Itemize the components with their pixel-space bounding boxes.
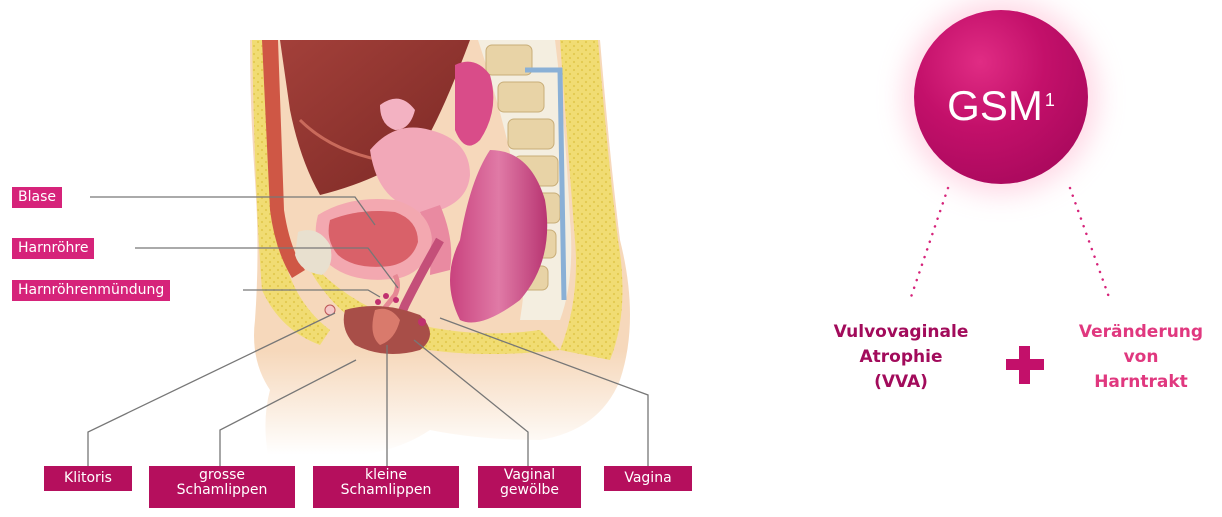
plus-icon	[1006, 346, 1044, 384]
label-kleine-schamlippen-line-2: Schamlippen	[319, 483, 453, 498]
term-vulvovaginale-atrophie: Vulvovaginale Atrophie (VVA)	[806, 320, 996, 395]
term-right-line-2: von	[1060, 345, 1222, 370]
gsm-connector-right	[1070, 188, 1110, 300]
label-vaginalgewoelbe: Vaginal gewölbe	[478, 466, 581, 508]
label-vaginalgewoelbe-line-1: Vaginal	[484, 468, 575, 483]
gsm-connectors	[910, 188, 1110, 300]
gsm-connector-left	[910, 188, 948, 300]
label-harnroehre: Harnröhre	[12, 238, 94, 259]
label-kleine-schamlippen: kleine Schamlippen	[313, 466, 459, 508]
label-grosse-schamlippen-line-1: grosse	[155, 468, 289, 483]
label-harnroehrenmuendung: Harnröhrenmündung	[12, 280, 170, 301]
label-vagina: Vagina	[604, 466, 692, 491]
label-klitoris-line-1: Klitoris	[50, 468, 126, 489]
gsm-footnote-marker: 1	[1045, 90, 1055, 110]
label-vaginalgewoelbe-line-2: gewölbe	[484, 483, 575, 498]
term-right-line-1: Veränderung	[1060, 320, 1222, 345]
term-left-line-2: Atrophie	[806, 345, 996, 370]
term-right-line-3: Harntrakt	[1060, 370, 1222, 395]
label-grosse-schamlippen-line-2: Schamlippen	[155, 483, 289, 498]
label-grosse-schamlippen: grosse Schamlippen	[149, 466, 295, 508]
label-kleine-schamlippen-line-1: kleine	[319, 468, 453, 483]
term-left-line-1: Vulvovaginale	[806, 320, 996, 345]
label-blase: Blase	[12, 187, 62, 208]
label-klitoris: Klitoris	[44, 466, 132, 491]
term-left-line-3: (VVA)	[806, 370, 996, 395]
gsm-title-text: GSM	[947, 82, 1043, 129]
term-veraenderung-harntrakt: Veränderung von Harntrakt	[1060, 320, 1222, 395]
label-vagina-line-1: Vagina	[610, 468, 686, 489]
